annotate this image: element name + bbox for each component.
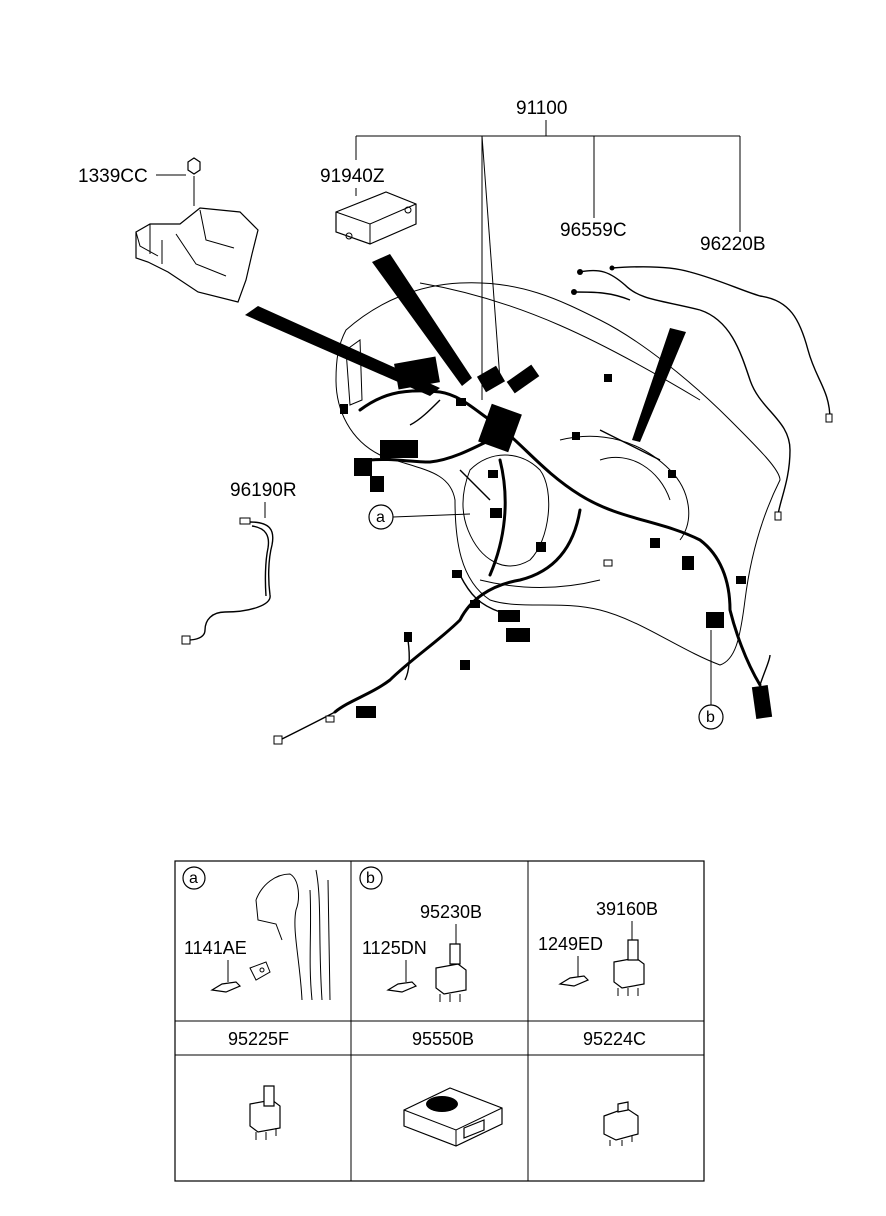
pointer-wedges [245,254,686,442]
table-cell-b: b 95230B 1125DN [359,866,482,1002]
harness-connectors [273,356,773,745]
wire-96190r: 96190R [181,480,297,645]
table-cell-a: a 1141AE [182,866,331,1001]
module-91940z: 91940Z [320,166,417,245]
table-cell-a-marker: a [189,870,198,887]
harness-leader: 91100 [355,98,741,400]
header-95224c: 95224C [583,1029,646,1049]
callout-b-text: b [706,709,715,726]
label-91100: 91100 [516,98,567,119]
relay-95224c [603,1101,639,1146]
relay-95225f [249,1085,281,1140]
label-1125dn: 1125DN [362,938,427,958]
table-cell-c: 39160B 1249ED [538,899,658,996]
nut-bracket-part: 1339CC [78,157,259,303]
label-96190r: 96190R [230,480,297,501]
label-39160b: 39160B [596,899,658,919]
callout-a: a [368,504,471,530]
callout-a-text: a [376,509,385,526]
label-1249ed: 1249ED [538,934,603,954]
label-95230b: 95230B [420,902,482,922]
wire-96559c: 96559C [560,220,701,311]
label-91940z: 91940Z [320,166,385,187]
table-cell-b-marker: b [366,870,375,887]
wire-96220b: 96220B [689,234,833,521]
callout-b: b [698,630,724,730]
label-96220b: 96220B [700,234,766,255]
header-95225f: 95225F [228,1029,289,1049]
label-1141ae: 1141AE [184,938,247,958]
label-1339cc: 1339CC [78,166,148,187]
parts-table: a 1141AE b 95230B 1125DN 39160B [174,860,705,1182]
header-95550b: 95550B [412,1029,474,1049]
dashboard-outline [335,282,781,666]
label-96559c: 96559C [560,220,627,241]
main-harness [279,389,771,741]
module-95550b [403,1087,503,1147]
